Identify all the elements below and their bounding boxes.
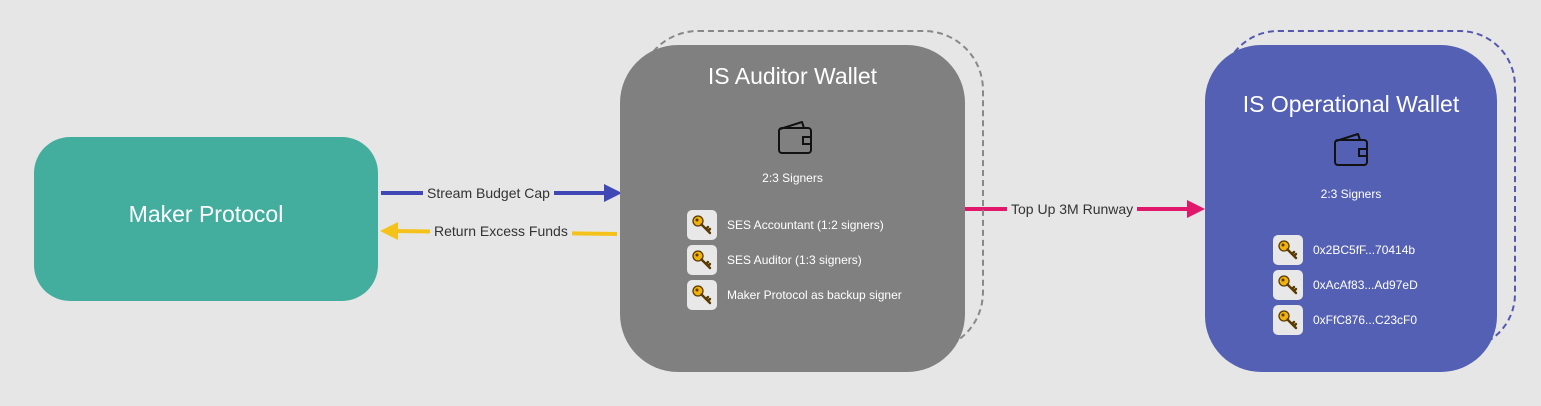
key-icon: [1273, 235, 1303, 265]
operational-wallet-node: IS Operational Wallet 2:3 Signers 0x2BC5…: [1205, 45, 1497, 372]
maker-protocol-node: Maker Protocol: [34, 137, 378, 301]
operational-key-row: 0xFfC876...C23cF0: [1273, 305, 1417, 335]
key-icon: [687, 245, 717, 275]
operational-signers-label: 2:3 Signers: [1320, 187, 1382, 201]
auditor-key-label: SES Accountant (1:2 signers): [727, 218, 884, 232]
key-icon: [687, 210, 717, 240]
key-icon: [687, 280, 717, 310]
key-icon: [1273, 305, 1303, 335]
auditor-key-label: SES Auditor (1:3 signers): [727, 253, 862, 267]
auditor-signers-label: 2:3 Signers: [762, 171, 823, 185]
operational-key-row: 0x2BC5fF...70414b: [1273, 235, 1415, 265]
operational-key-label: 0x2BC5fF...70414b: [1313, 243, 1416, 257]
auditor-wallet-title: IS Auditor Wallet: [707, 63, 878, 89]
auditor-key-row: SES Auditor (1:3 signers): [687, 245, 862, 275]
return-funds-label: Return Excess Funds: [430, 222, 572, 240]
auditor-key-label: Maker Protocol as backup signer: [727, 288, 902, 302]
wallet-icon: [778, 121, 812, 154]
top-up-label: Top Up 3M Runway: [1007, 200, 1138, 218]
auditor-key-row: Maker Protocol as backup signer: [687, 280, 902, 310]
wallet-icon: [1334, 133, 1368, 166]
key-icon: [1273, 270, 1303, 300]
operational-key-row: 0xAcAf83...Ad97eD: [1273, 270, 1418, 300]
operational-key-label: 0xAcAf83...Ad97eD: [1313, 278, 1418, 292]
auditor-wallet-node: IS Auditor Wallet 2:3 Signers SES Accoun…: [620, 45, 965, 372]
stream-budget-label: Stream Budget Cap: [423, 184, 554, 202]
operational-key-label: 0xFfC876...C23cF0: [1313, 313, 1418, 327]
auditor-key-row: SES Accountant (1:2 signers): [687, 210, 884, 240]
operational-wallet-title: IS Operational Wallet: [1242, 91, 1460, 117]
maker-protocol-label: Maker Protocol: [128, 201, 284, 227]
